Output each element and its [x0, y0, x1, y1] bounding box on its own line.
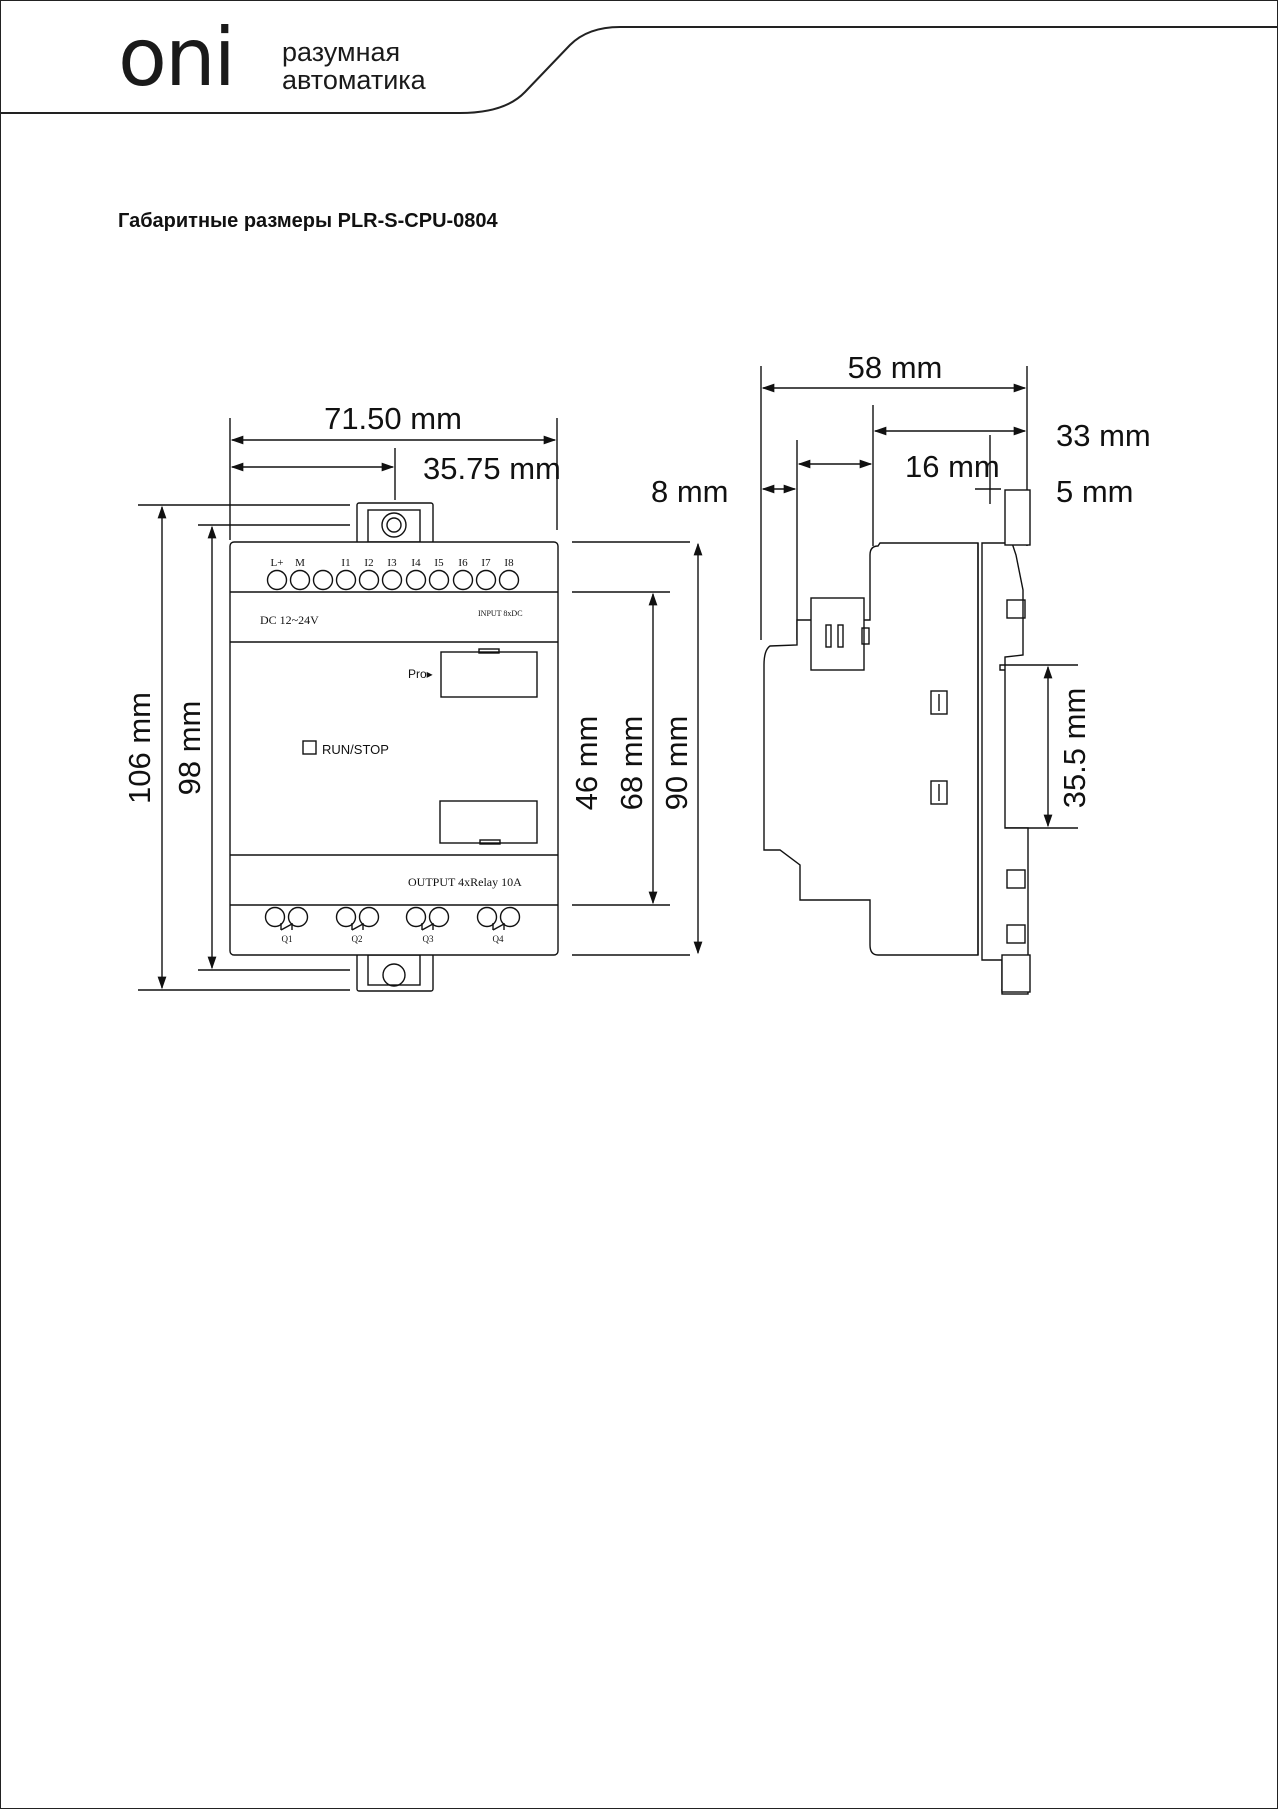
tagline-line-1: разумная	[282, 37, 401, 67]
dim-depth-mid: 16 mm	[905, 449, 1000, 484]
relay-label: Q2	[352, 934, 363, 944]
dim-height-cover: 68 mm	[614, 716, 649, 811]
side-view	[760, 366, 1078, 995]
terminal-label: I2	[364, 557, 373, 569]
brand-tagline: разумная автоматика	[282, 38, 426, 94]
terminal-label: I4	[411, 557, 421, 569]
rail-clip	[981, 542, 1029, 991]
terminal-labels: L+ M I1 I2 I3 I4 I5 I6 I7 I8	[271, 557, 515, 569]
terminal-label: L+	[271, 557, 284, 569]
device-body	[229, 541, 559, 956]
terminal-label: I7	[481, 557, 491, 569]
housing-profile	[763, 542, 979, 956]
terminal-label: I3	[387, 557, 397, 569]
run-stop-label: RUN/STOP	[322, 742, 389, 757]
output-label: OUTPUT 4xRelay 10A	[408, 875, 522, 889]
brand-logo: oni	[118, 11, 236, 104]
power-label: DC 12~24V	[260, 613, 319, 627]
relay-terminals	[264, 906, 521, 931]
dim-width-total: 71.50 mm	[324, 401, 462, 436]
dim-height-base: 90 mm	[659, 716, 694, 811]
relay-labels: Q1 Q2 Q3 Q4	[282, 934, 504, 944]
dim-depth-total: 58 mm	[848, 350, 943, 385]
dim-height-total: 106 mm	[122, 692, 157, 804]
input-label: INPUT 8xDC	[478, 609, 523, 618]
dim-height-front: 46 mm	[569, 716, 604, 811]
terminal-label: I6	[458, 557, 468, 569]
relay-label: Q1	[282, 934, 293, 944]
run-stop-box	[302, 740, 317, 755]
dim-rail-height: 35.5 mm	[1057, 688, 1092, 809]
pro-label: Pro▸	[408, 667, 433, 681]
page-title: Габаритные размеры PLR-S-CPU-0804	[118, 210, 498, 232]
front-view	[138, 418, 703, 992]
dim-depth-rail: 5 mm	[1056, 474, 1134, 509]
input-terminals	[266, 569, 520, 591]
relay-label: Q3	[423, 934, 434, 944]
terminal-label: I8	[504, 557, 514, 569]
dim-width-half: 35.75 mm	[423, 451, 561, 486]
header-band	[1, 26, 1278, 114]
rail-top-tab	[1004, 489, 1031, 546]
tagline-line-2: автоматика	[282, 65, 426, 95]
terminal-label: I5	[434, 557, 444, 569]
dim-depth-step: 8 mm	[651, 474, 729, 509]
terminal-label: I1	[341, 557, 350, 569]
relay-label: Q4	[493, 934, 504, 944]
dim-depth-front: 33 mm	[1056, 418, 1151, 453]
lower-window	[439, 800, 538, 844]
dim-height-body: 98 mm	[172, 701, 207, 796]
upper-window	[440, 651, 538, 698]
terminal-label: M	[295, 557, 305, 569]
